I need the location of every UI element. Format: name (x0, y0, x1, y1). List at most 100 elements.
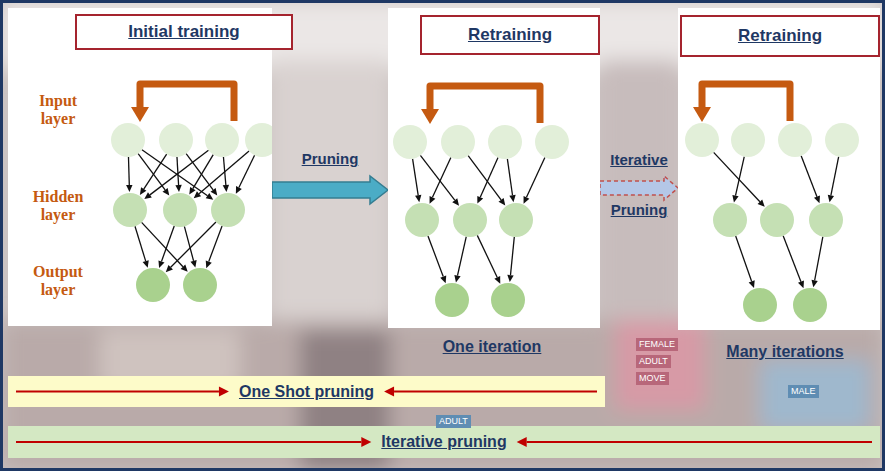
network-panel: Retraining (678, 8, 880, 330)
label-holder: ADULT (636, 350, 671, 368)
weight-link-head (194, 191, 201, 198)
red-arrow (16, 391, 219, 393)
weight-link-head (206, 193, 214, 200)
label-holder: Many iterations (685, 342, 885, 361)
weight-link (209, 226, 222, 262)
band-text-holder: One Shot pruning (8, 376, 605, 407)
input-neuron (205, 123, 239, 157)
weight-link-head (732, 195, 738, 203)
red-arrow (16, 441, 361, 443)
weight-link (831, 157, 839, 196)
layer-label-holder: Input layer (26, 92, 90, 129)
weight-link (801, 156, 817, 197)
weight-link (714, 152, 760, 201)
output-neuron (491, 283, 525, 317)
weight-link (177, 157, 179, 185)
layer-label-holder: Output layer (26, 263, 90, 300)
band-text-holder: Iterative pruning (8, 426, 880, 458)
weight-link-head (190, 260, 196, 268)
network-illustration (388, 8, 600, 328)
weight-link (144, 154, 167, 189)
label-holder: MOVE (636, 367, 669, 385)
input-neuron (111, 123, 145, 157)
weight-link-head (509, 195, 515, 202)
output-neuron (793, 288, 827, 322)
output-neuron (136, 268, 170, 302)
red-arrow-head (517, 437, 527, 447)
input-neuron (535, 125, 569, 159)
input-neuron (778, 123, 812, 157)
weight-link-head (144, 192, 152, 199)
output-neuron (183, 268, 217, 302)
weight-link-head (507, 275, 513, 282)
weight-link (468, 156, 501, 200)
output-neuron (435, 283, 469, 317)
one-shot-band: One Shot pruning (8, 376, 605, 407)
weight-link (783, 236, 801, 282)
layer-label: Output layer (26, 263, 90, 300)
photo-tag: ADULT (436, 415, 471, 428)
weight-link-head (223, 185, 229, 192)
header-box: Initial training (75, 14, 293, 50)
caption-label: Many iterations (726, 343, 843, 360)
input-neuron (245, 123, 272, 157)
weight-link (413, 159, 419, 195)
weight-link-head (143, 260, 149, 268)
caption-label: One iteration (443, 338, 542, 355)
weight-link-head (798, 281, 804, 289)
hidden-neuron (113, 193, 147, 227)
weight-link (480, 158, 498, 198)
layer-label: Hidden layer (26, 188, 90, 225)
weight-link (815, 237, 823, 281)
hidden-neuron (163, 193, 197, 227)
band-text: One Shot pruning (239, 382, 374, 401)
feedback-arrow-head (421, 109, 439, 124)
label-holder: MALE (788, 380, 819, 398)
network-panel: Retraining (388, 8, 600, 328)
input-neuron (685, 123, 719, 157)
feedback-arrow-head (131, 107, 149, 122)
weight-link (184, 226, 193, 260)
weight-link (420, 155, 454, 200)
weight-link-head (494, 276, 500, 284)
weight-link-head (166, 265, 173, 272)
weight-link (142, 222, 183, 266)
weight-link-head (158, 260, 164, 268)
weight-link-head (181, 265, 188, 272)
weight-link (736, 236, 752, 281)
weight-link-head (758, 200, 765, 207)
weight-link-head (140, 187, 147, 195)
edge-label-holder: Iterative Pruning (599, 135, 679, 235)
input-neuron (441, 125, 475, 159)
hidden-neuron (453, 203, 487, 237)
weight-link (135, 226, 146, 261)
label-holder: ADULT (436, 410, 471, 428)
weight-link-head (415, 195, 421, 202)
weight-link-head (749, 280, 755, 288)
header-text: Retraining (738, 26, 822, 46)
photo-blob (0, 320, 885, 471)
input-neuron (488, 125, 522, 159)
weight-link-head (452, 198, 459, 206)
photo-tag: MALE (788, 385, 819, 398)
network-panel: Initial trainingInput layerHidden layerO… (8, 8, 272, 326)
red-arrow-head (219, 387, 229, 397)
weight-link (428, 236, 443, 277)
weight-link-head (206, 260, 212, 268)
header-text: Initial training (128, 22, 239, 42)
input-neuron (825, 123, 859, 157)
weight-link-head (814, 196, 820, 204)
photo-blob (615, 320, 705, 410)
pruning-arrow (272, 176, 388, 204)
weight-link-head (524, 196, 530, 204)
edge-label-holder: Pruning (280, 150, 380, 168)
input-neuron (731, 123, 765, 157)
edge-label: Iterative Pruning (599, 135, 679, 235)
iterative-band: Iterative pruning (8, 426, 880, 458)
input-neuron (393, 125, 427, 159)
weight-link (199, 151, 249, 194)
weight-link-head (126, 185, 132, 192)
hidden-neuron (405, 203, 439, 237)
weight-link (477, 235, 497, 277)
